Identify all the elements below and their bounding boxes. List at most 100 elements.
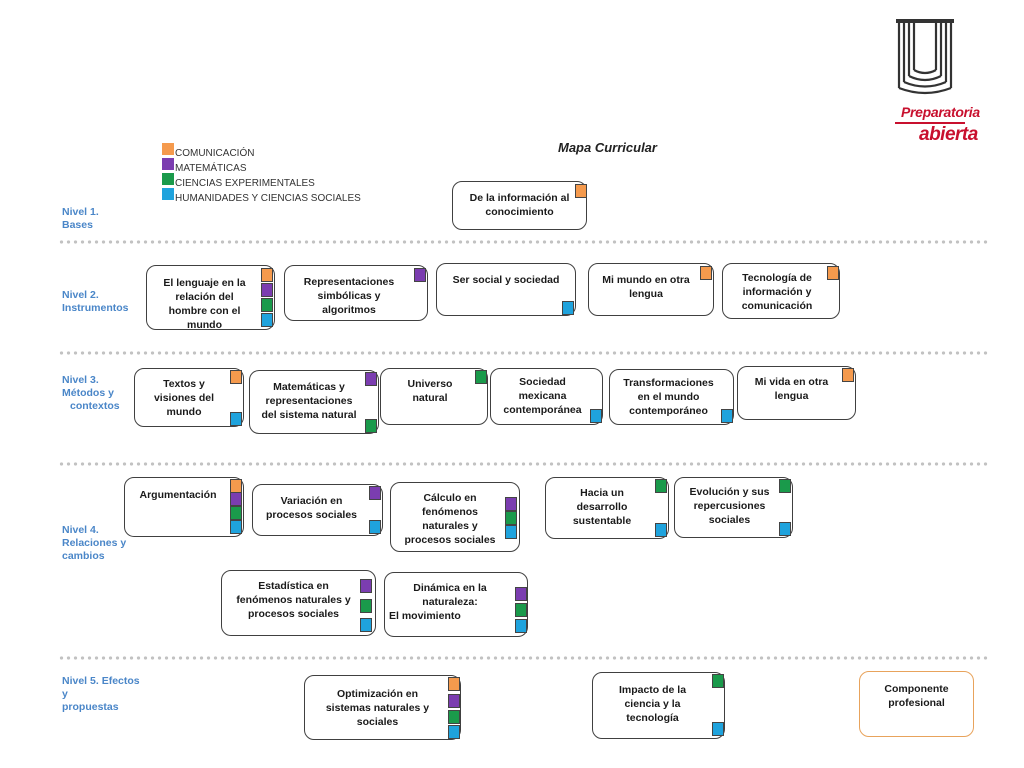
level-3-line-2: Métodos y — [62, 387, 114, 399]
legend-label-ciencias: CIENCIAS EXPERIMENTALES — [175, 178, 315, 189]
module-text-line: mundo — [166, 406, 202, 418]
module-text-line: sociales — [708, 514, 751, 526]
module-text-line: naturales y — [422, 520, 478, 532]
module-text-line: Cálculo en — [423, 492, 477, 504]
level-2-line-2: Instrumentos — [62, 302, 129, 314]
comunicacion-marker — [261, 268, 273, 282]
module-text-line: Representaciones — [303, 276, 395, 288]
legend-label-humanidades: HUMANIDADES Y CIENCIAS SOCIALES — [175, 193, 361, 204]
module-text-line: en el mundo — [637, 391, 700, 403]
module-argumentacion: Argumentación — [124, 477, 244, 537]
level-5-line-1: Nivel 5. Efectos — [62, 675, 140, 687]
humanidades-marker — [655, 523, 667, 537]
module-text-line: Estadística en — [258, 580, 329, 592]
level-1-line-1: Nivel 1. — [62, 206, 99, 218]
module-text-line: Matemáticas y — [273, 381, 345, 393]
matematicas-marker — [414, 268, 426, 282]
level-4-label: Nivel 4. Relaciones y cambios — [62, 524, 126, 563]
logo-text-abierta: abierta — [919, 124, 978, 145]
module-calculo-en-fenomenos: Cálculo en fenómenos naturales y proceso… — [390, 482, 520, 552]
ciencias-marker — [505, 511, 517, 525]
module-text-line: Optimización en — [336, 688, 419, 700]
module-text-line: procesos sociales — [265, 509, 358, 521]
module-text-line: ciencia y la — [624, 698, 681, 710]
module-text-line: repercusiones — [693, 500, 766, 512]
module-text-line: Variación en — [280, 495, 343, 507]
level-separator-1 — [58, 240, 988, 244]
humanidades-marker — [562, 301, 574, 315]
legend-swatch-ciencias — [162, 173, 174, 185]
humanidades-marker — [515, 619, 527, 633]
module-text-line: hombre con el — [168, 305, 241, 317]
ciencias-marker — [515, 603, 527, 617]
level-1-label: Nivel 1. Bases — [62, 206, 99, 232]
module-sociedad-mexicana-contemporanea: Sociedad mexicana contemporánea — [490, 368, 603, 425]
legend-label-comunicacion: COMUNICACIÓN — [175, 148, 255, 159]
module-text-line: Dinámica en la — [413, 582, 487, 594]
module-text-line: contemporáneo — [629, 405, 708, 417]
legend-swatch-humanidades — [162, 188, 174, 200]
level-2-line-1: Nivel 2. — [62, 289, 99, 301]
comunicacion-marker — [575, 184, 587, 198]
matematicas-marker — [515, 587, 527, 601]
module-componente-profesional: Componente profesional — [859, 671, 974, 737]
module-text-line: Mi mundo en otra — [602, 274, 690, 286]
ciencias-marker — [360, 599, 372, 613]
module-text-line: algoritmos — [322, 304, 376, 316]
ciencias-marker — [448, 710, 460, 724]
humanidades-marker — [230, 520, 242, 534]
humanidades-marker — [369, 520, 381, 534]
matematicas-marker — [230, 492, 242, 506]
module-text-line: Componente — [884, 683, 949, 695]
legend-swatch-comunicacion — [162, 143, 174, 155]
module-tecnologia-de-informacion: Tecnología de información y comunicación — [722, 263, 840, 319]
module-text-line: sistemas naturales y — [325, 702, 430, 714]
humanidades-marker — [590, 409, 602, 423]
module-text-line: mexicana — [518, 390, 567, 402]
module-optimizacion-en-sistemas: Optimización en sistemas naturales y soc… — [304, 675, 461, 740]
module-text-line: De la información al — [469, 192, 570, 204]
ciencias-marker — [365, 419, 377, 433]
module-representaciones-simbolicas: Representaciones simbólicas y algoritmos — [284, 265, 428, 321]
module-transformaciones-en-el-mundo: Transformaciones en el mundo contemporán… — [609, 369, 734, 425]
module-el-lenguaje-en-la-relacion: El lenguaje en la relación del hombre co… — [146, 265, 275, 331]
module-text-line: naturaleza: — [422, 596, 478, 608]
module-text-line: Universo — [407, 378, 453, 390]
module-hacia-un-desarrollo-sustentable: Hacia un desarrollo sustentable — [545, 477, 669, 539]
comunicacion-marker — [230, 479, 242, 493]
module-text-line: desarrollo — [576, 501, 628, 513]
matematicas-marker — [505, 497, 517, 511]
ciencias-marker — [475, 370, 487, 384]
module-de-la-informacion-al-conocimiento: De la información al conocimiento — [452, 181, 587, 230]
matematicas-marker — [369, 486, 381, 500]
humanidades-marker — [360, 618, 372, 632]
matematicas-marker — [261, 283, 273, 297]
module-text-line: mundo — [187, 319, 222, 331]
level-2-label: Nivel 2. Instrumentos — [62, 289, 129, 315]
module-text-line: Argumentación — [139, 489, 217, 501]
module-text-line: lengua — [629, 288, 663, 300]
comunicacion-marker — [448, 677, 460, 691]
legend-label-matematicas: MATEMÁTICAS — [175, 163, 247, 174]
module-estadistica-en-fenomenos: Estadística en fenómenos naturales y pro… — [221, 570, 376, 636]
module-text-line: representaciones — [265, 395, 353, 407]
humanidades-marker — [712, 722, 724, 736]
comunicacion-marker — [842, 368, 854, 382]
preparatoria-abierta-logo: Preparatoria abierta — [893, 18, 980, 158]
humanidades-marker — [261, 313, 273, 327]
level-3-line-1: Nivel 3. — [62, 374, 99, 386]
module-evolucion-y-sus-repercusiones: Evolución y sus repercusiones sociales — [674, 477, 793, 538]
ciencias-marker — [655, 479, 667, 493]
module-text-line: fenómenos — [421, 506, 478, 518]
level-separator-4 — [58, 656, 988, 660]
module-text-line: procesos sociales — [247, 608, 340, 620]
module-universo-natural: Universo natural — [380, 368, 488, 425]
module-text-line: El movimiento — [389, 610, 461, 622]
matematicas-marker — [365, 372, 377, 386]
module-text-line: Tecnología de — [742, 272, 812, 284]
module-text-line: Textos y — [163, 378, 205, 390]
module-mi-vida-en-otra-lengua: Mi vida en otra lengua — [737, 366, 856, 420]
ciencias-marker — [712, 674, 724, 688]
module-text-line: Transformaciones — [623, 377, 714, 389]
humanidades-marker — [230, 412, 242, 426]
